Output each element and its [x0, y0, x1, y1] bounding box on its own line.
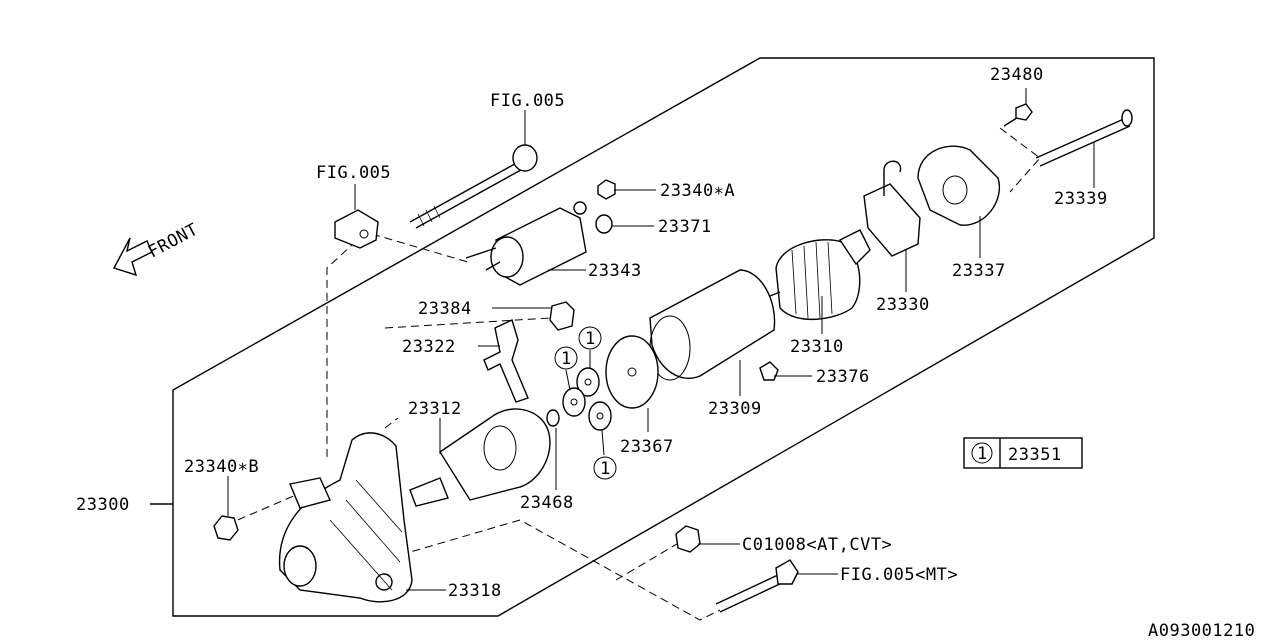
front-arrow-icon — [112, 237, 153, 277]
callout-23343: 23343 — [588, 261, 642, 281]
dash-23340b-housing — [225, 494, 297, 526]
starter-housing-part — [278, 432, 413, 603]
callout-23371: 23371 — [658, 217, 712, 237]
lever-part — [483, 319, 529, 403]
through-bolt-part — [409, 144, 538, 229]
callout-23309: 23309 — [708, 399, 762, 419]
callout-c01008: C01008<AT,CVT> — [742, 535, 892, 555]
dash-fig005-housing — [326, 231, 367, 460]
drive-gear-part — [409, 408, 551, 507]
diagram-id: A093001210 — [1148, 621, 1255, 640]
callout-fig005-mt: FIG.005<MT> — [840, 565, 958, 585]
armature-part — [769, 229, 871, 320]
dash-bottom-bolt — [399, 519, 721, 621]
dash-rear-cover — [999, 127, 1041, 193]
screw-23480-part — [1003, 103, 1033, 127]
through-bolt-23339-part — [1035, 109, 1133, 167]
plate-part — [605, 335, 659, 409]
nut-c01008-part — [675, 525, 701, 553]
switch-23384-part — [549, 301, 575, 331]
gear-leader-2 — [565, 369, 571, 391]
callout-23468: 23468 — [520, 493, 574, 513]
callout-23340b: 23340∗B — [184, 457, 259, 477]
callout-23300: 23300 — [76, 495, 130, 515]
callout-23340a: 23340∗A — [660, 181, 735, 201]
yoke-part — [649, 269, 776, 381]
front-arrow: FRONT — [112, 220, 202, 277]
legend-box: 1 23351 — [963, 437, 1083, 469]
callout-23310: 23310 — [790, 337, 844, 357]
marker-circle-1: 1 — [578, 326, 602, 350]
callout-fig005-top: FIG.005 — [490, 91, 565, 111]
bracket-part — [334, 209, 379, 249]
marker-label: 1 — [600, 459, 611, 479]
bolt-mt-part — [715, 559, 799, 613]
rear-cover-part — [917, 145, 1001, 226]
dash-housing-lever — [384, 417, 399, 429]
gear-leader-3 — [601, 429, 605, 456]
callout-fig005-left: FIG.005 — [316, 163, 391, 183]
legend-part-number: 23351 — [1008, 445, 1062, 465]
legend-marker: 1 — [977, 444, 988, 464]
callout-23367: 23367 — [620, 437, 674, 457]
callout-23384: 23384 — [418, 299, 472, 319]
marker-circle-2: 1 — [554, 346, 578, 370]
brush-holder-part — [863, 160, 921, 257]
callout-23312: 23312 — [408, 399, 462, 419]
dash-c01008 — [615, 540, 683, 581]
nut-23340b-part — [213, 515, 239, 541]
washer-23371-part — [595, 214, 613, 234]
front-label: FRONT — [145, 220, 202, 263]
marker-circle-3: 1 — [593, 456, 617, 480]
dash-bolt-solenoid — [371, 233, 469, 263]
callout-23330: 23330 — [876, 295, 930, 315]
callout-23376: 23376 — [816, 367, 870, 387]
marker-label: 1 — [561, 349, 572, 369]
solenoid-part — [465, 201, 587, 286]
callout-23337: 23337 — [952, 261, 1006, 281]
callout-23339: 23339 — [1054, 189, 1108, 209]
assembly-boundary — [172, 57, 1155, 617]
callout-23318: 23318 — [448, 581, 502, 601]
marker-label: 1 — [585, 329, 596, 349]
dash-23384 — [384, 317, 551, 329]
callout-23322: 23322 — [402, 337, 456, 357]
washer-23468-part — [546, 409, 560, 427]
callout-23480: 23480 — [990, 65, 1044, 85]
nut-23340a-part — [597, 179, 616, 200]
clip-23376-part — [759, 361, 779, 381]
planetary-gears-part — [562, 367, 612, 431]
